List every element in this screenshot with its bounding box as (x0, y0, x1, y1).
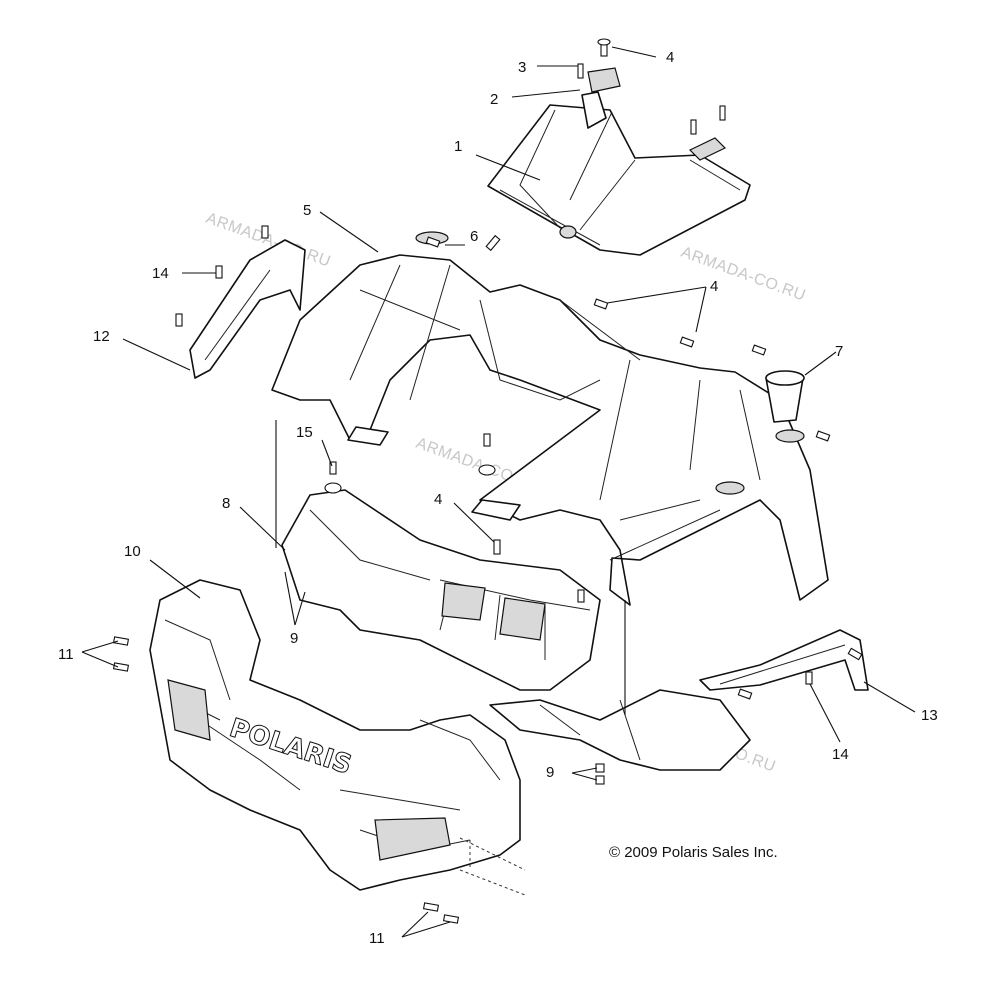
callout-14-left: 14 (152, 265, 169, 282)
callout-4-top: 4 (666, 49, 674, 66)
callout-4-center: 4 (434, 491, 442, 508)
callout-3: 3 (518, 59, 526, 76)
callout-11-bottom: 11 (369, 930, 385, 947)
callout-2: 2 (490, 91, 498, 108)
callout-15: 15 (296, 424, 313, 441)
callout-14-right: 14 (832, 746, 849, 763)
callout-7: 7 (835, 343, 843, 360)
watermark-2: ARMADA-CO.RU (679, 244, 808, 305)
callout-5: 5 (303, 202, 311, 219)
callout-8: 8 (222, 495, 230, 512)
hinge-hardware (577, 38, 726, 135)
callout-12: 12 (93, 328, 110, 345)
part-1-hood-lid (487, 91, 751, 256)
callout-10: 10 (124, 543, 141, 560)
part-7-cup (765, 370, 805, 423)
callout-6: 6 (470, 228, 478, 245)
callout-labels: 1 2 3 4 5 6 4 7 14 12 15 4 8 9 10 11 11 … (58, 49, 938, 947)
fasteners (112, 225, 863, 924)
callout-1: 1 (454, 138, 462, 155)
callout-9-left: 9 (290, 630, 298, 647)
part-10-front-fascia: POLARIS (149, 579, 521, 891)
assembly-lines (275, 420, 626, 896)
callout-leaders (81, 46, 916, 938)
part-9-lower-panel (489, 689, 751, 771)
part-12-left-strap (189, 239, 306, 379)
callout-13: 13 (921, 707, 938, 724)
callout-9-right: 9 (546, 764, 554, 781)
copyright-notice: © 2009 Polaris Sales Inc. (609, 844, 778, 861)
part-8-inner-tray (281, 489, 601, 691)
callout-11-left: 11 (58, 646, 74, 663)
part-13-right-strap (699, 629, 869, 691)
part-5-front-body (271, 231, 829, 606)
callout-4-right: 4 (710, 278, 718, 295)
